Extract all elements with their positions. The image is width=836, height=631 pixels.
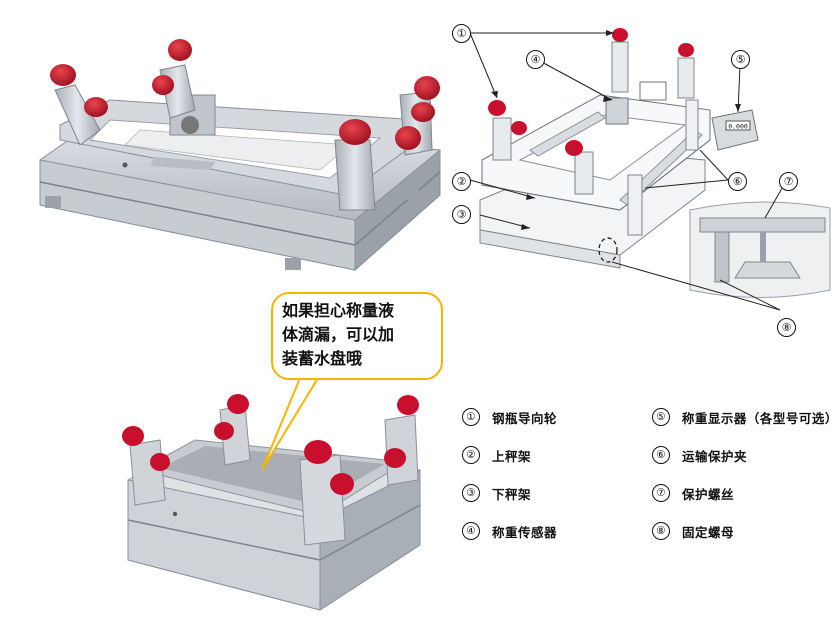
legend-text: 称重显示器（各型号可选） [681, 410, 836, 426]
legend-item-1: ① 钢瓶导向轮 [462, 406, 557, 428]
legend-num: ① [462, 408, 480, 426]
callout-line-1: 如果担心称量液 [282, 301, 395, 320]
callout-line-3: 装蓄水盘哦 [282, 349, 363, 368]
legend-text: 称重传感器 [492, 524, 558, 540]
legend-item-8: ⑧ 固定螺母 [652, 520, 734, 542]
legend-item-2: ② 上秤架 [462, 444, 531, 466]
legend-text: 下秤架 [492, 486, 532, 502]
legend-item-5: ⑤ 称重显示器（各型号可选） [652, 406, 836, 428]
marker-1: ① [452, 24, 471, 43]
legend-num: ⑧ [652, 522, 670, 540]
callout-bubble: 如果担心称量液 体滴漏，可以加 装蓄水盘哦 [271, 292, 443, 380]
marker-8: ⑧ [777, 318, 796, 337]
callout-line-2: 体滴漏，可以加 [282, 325, 395, 344]
legend-text: 保护螺丝 [682, 486, 735, 502]
marker-7: ⑦ [779, 172, 798, 191]
marker-4: ④ [526, 50, 545, 69]
legend-num: ⑤ [652, 408, 670, 426]
legend-text: 运输保护夹 [682, 448, 748, 464]
legend-text: 上秤架 [492, 448, 532, 464]
legend-num: ⑥ [652, 446, 670, 464]
marker-6: ⑥ [728, 172, 747, 191]
legend-item-3: ③ 下秤架 [462, 482, 531, 504]
marker-2: ② [452, 172, 471, 191]
marker-5: ⑤ [731, 50, 750, 69]
legend-num: ④ [462, 522, 480, 540]
legend-text: 固定螺母 [682, 524, 735, 540]
legend-num: ③ [462, 484, 480, 502]
legend-item-6: ⑥ 运输保护夹 [652, 444, 747, 466]
legend-num: ② [462, 446, 480, 464]
legend-item-7: ⑦ 保护螺丝 [652, 482, 734, 504]
legend-num: ⑦ [652, 484, 670, 502]
legend-text: 钢瓶导向轮 [492, 410, 558, 426]
marker-3: ③ [452, 205, 471, 224]
display-readout: 0.000 [728, 123, 748, 131]
legend-item-4: ④ 称重传感器 [462, 520, 557, 542]
